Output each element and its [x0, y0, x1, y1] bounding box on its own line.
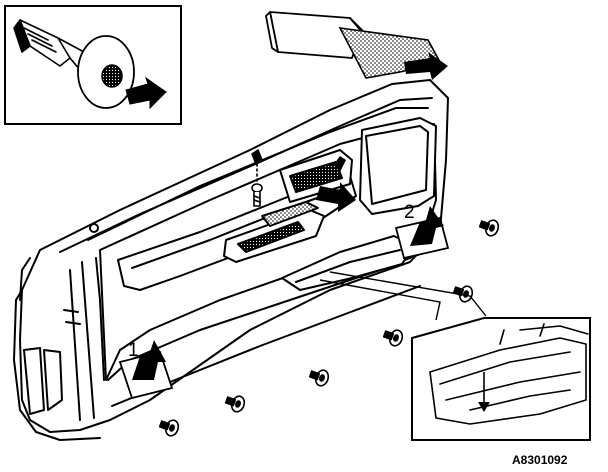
panel-clip [308, 369, 330, 387]
clip-illustration [13, 19, 85, 71]
step-2-label: 2 [404, 202, 415, 223]
handle-release-arrow-icon [316, 182, 356, 212]
step-1-pry-marker: 1 [118, 340, 174, 400]
clip-detail-inset [4, 5, 182, 125]
panel-clip [224, 395, 246, 413]
step-2-arrow-icon [410, 206, 444, 246]
step-1-arrow-icon [132, 340, 166, 380]
pull-cup-arrow-icon [478, 402, 490, 412]
step-1-label: 1 [128, 340, 139, 361]
panel-clip [382, 329, 404, 347]
figure-code: A8301092 [512, 453, 568, 467]
pull-cup-illustration [429, 323, 589, 425]
panel-clip [158, 419, 180, 437]
panel-clip [478, 219, 500, 237]
door-trim-panel [13, 79, 449, 441]
mirror-trim-arrow-icon [404, 52, 448, 80]
handle-screw-arrow-icon [334, 156, 346, 172]
step-2-pry-marker: 2 [394, 202, 450, 260]
press-arrow-icon [125, 76, 167, 110]
panel-clips [158, 219, 500, 437]
clip-washer-hub [101, 64, 123, 88]
panel-clip [452, 285, 474, 303]
handle-screw [251, 149, 263, 207]
detail-leader [319, 271, 487, 321]
pull-cup-detail-inset [411, 317, 591, 441]
